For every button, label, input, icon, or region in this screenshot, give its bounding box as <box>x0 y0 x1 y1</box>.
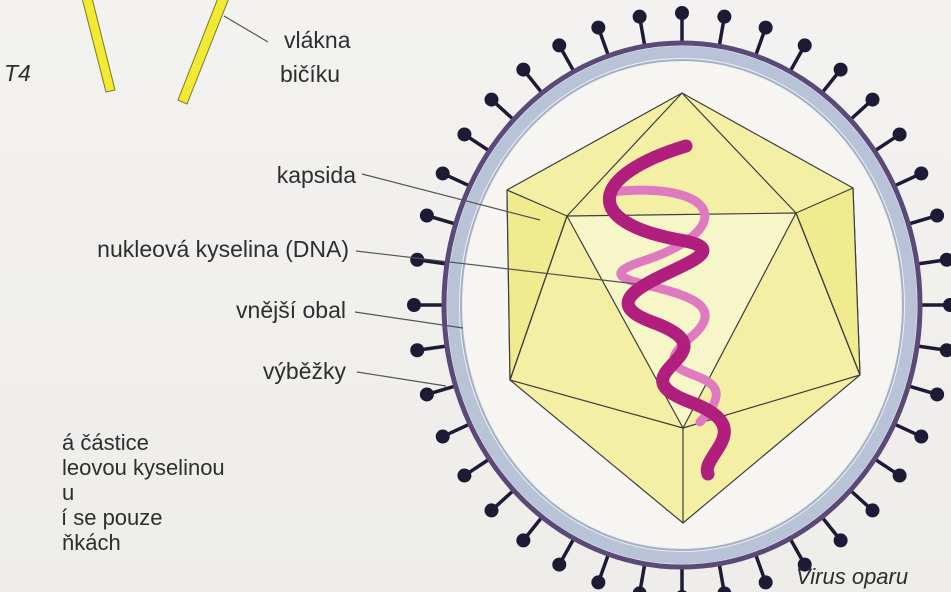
spike-head <box>420 209 434 223</box>
tail-fibers <box>82 0 229 104</box>
spike-head <box>633 10 647 24</box>
spike-head <box>834 533 848 547</box>
spike-head <box>407 298 421 312</box>
spike-head <box>930 387 944 401</box>
spike-head <box>436 166 450 180</box>
spike-head <box>930 209 944 223</box>
spike-head <box>798 38 812 52</box>
spike-head <box>914 166 928 180</box>
spike-head <box>893 469 907 483</box>
spike-head <box>552 38 566 52</box>
tail-fiber-label-line-2: bičíku <box>280 60 340 88</box>
envelope-label: vnější obal <box>236 296 346 324</box>
tail-fiber-label-line-1: vlákna <box>284 26 350 54</box>
spike-head <box>943 298 951 312</box>
spike-head <box>865 93 879 107</box>
spike-head <box>420 387 434 401</box>
tail-fiber-right <box>178 0 229 104</box>
spike-head <box>552 558 566 572</box>
spike-head <box>516 533 530 547</box>
description-line: ňkách <box>0 530 225 555</box>
spike-head <box>410 253 424 267</box>
description-line: u <box>0 480 225 505</box>
spike-head <box>717 586 731 592</box>
spikes-label: výběžky <box>263 357 346 385</box>
spike-head <box>410 343 424 357</box>
spike-head <box>457 127 471 141</box>
virus-name-label: Virus oparu <box>796 563 908 591</box>
nucleic-acid-label: nukleová kyselina (DNA) <box>97 235 349 263</box>
spike-head <box>834 63 848 77</box>
spike-head <box>633 586 647 592</box>
spike-head <box>940 343 951 357</box>
spike-head <box>893 127 907 141</box>
spike-head <box>457 469 471 483</box>
tail-fiber-left <box>82 0 115 92</box>
spike-head <box>516 63 530 77</box>
virus-description: á částice leovou kyselinou u í se pouze … <box>0 430 225 555</box>
spike-head <box>485 503 499 517</box>
spike-head <box>759 21 773 35</box>
capsid-label: kapsida <box>277 161 356 189</box>
spike-head <box>675 6 689 20</box>
spike-head <box>485 93 499 107</box>
spike-head <box>436 430 450 444</box>
spike-head <box>914 430 928 444</box>
spike-head <box>940 253 951 267</box>
phage-label: T4 <box>4 59 31 87</box>
spike-head <box>591 21 605 35</box>
description-line: á částice <box>0 430 225 455</box>
spike-head <box>865 503 879 517</box>
description-line: leovou kyselinou <box>0 455 225 480</box>
tail-fiber-leader-line <box>224 16 268 42</box>
description-line: í se pouze <box>0 505 225 530</box>
spike-head <box>717 10 731 24</box>
spike-head <box>591 575 605 589</box>
spike-head <box>759 575 773 589</box>
leader-line-spikes <box>357 372 446 386</box>
